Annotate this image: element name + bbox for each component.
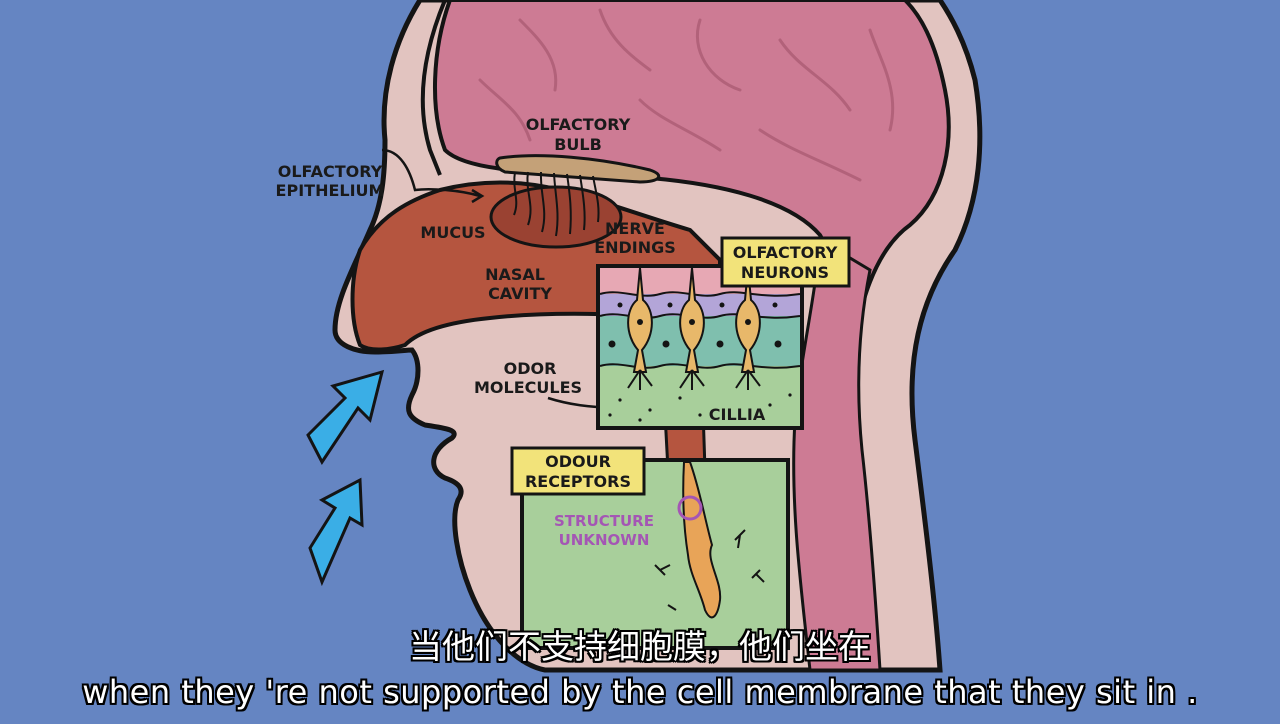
olfactory-epithelium-label-1: OLFACTORY [278, 162, 383, 181]
nerve-endings-label-1: NERVE [605, 219, 665, 238]
olfactory-neurons-label-box: OLFACTORY NEURONS [720, 236, 851, 288]
olfactory-neurons-inset [596, 264, 804, 430]
olfactory-neurons-label-1: OLFACTORY [733, 243, 838, 262]
nasal-cavity-label-2: CAVITY [488, 284, 552, 303]
olfactory-bulb-label-1: OLFACTORY [526, 115, 631, 134]
odour-receptors-label-1: ODOUR [545, 452, 611, 471]
cranium-inner [420, 0, 447, 176]
odour-receptors-label-2: RECEPTORS [525, 472, 631, 491]
subtitle-chinese: 当他们不支持细胞膜，他们坐在 [409, 627, 871, 666]
brain-folds [478, 8, 895, 182]
olfactory-epithelium-label-2: EPITHELIUM [276, 181, 385, 200]
olfactory-neurons-label-2: NEURONS [741, 263, 829, 282]
nasal-cavity-label-1: NASAL [485, 265, 545, 284]
nerve-fibers [513, 171, 600, 237]
structure-unknown-label-1: STRUCTURE [554, 512, 654, 530]
structure-unknown-label-2: UNKNOWN [559, 531, 650, 549]
olfactory-bulb-label-2: BULB [554, 135, 602, 154]
odor-molecules-label-2: MOLECULES [474, 378, 582, 397]
odor-molecules-label-1: ODOR [504, 359, 557, 378]
odour-receptors-label-box: ODOUR RECEPTORS [510, 446, 646, 496]
cillia-label: CILLIA [709, 405, 766, 424]
nerve-endings-label-2: ENDINGS [594, 238, 676, 257]
olfactory-bulb-shape [495, 154, 661, 184]
air-arrow-lower [308, 477, 364, 587]
air-arrow-upper [306, 369, 385, 465]
subtitle-english: when they 're not supported by the cell … [82, 673, 1198, 711]
mucus-label: MUCUS [420, 223, 485, 242]
